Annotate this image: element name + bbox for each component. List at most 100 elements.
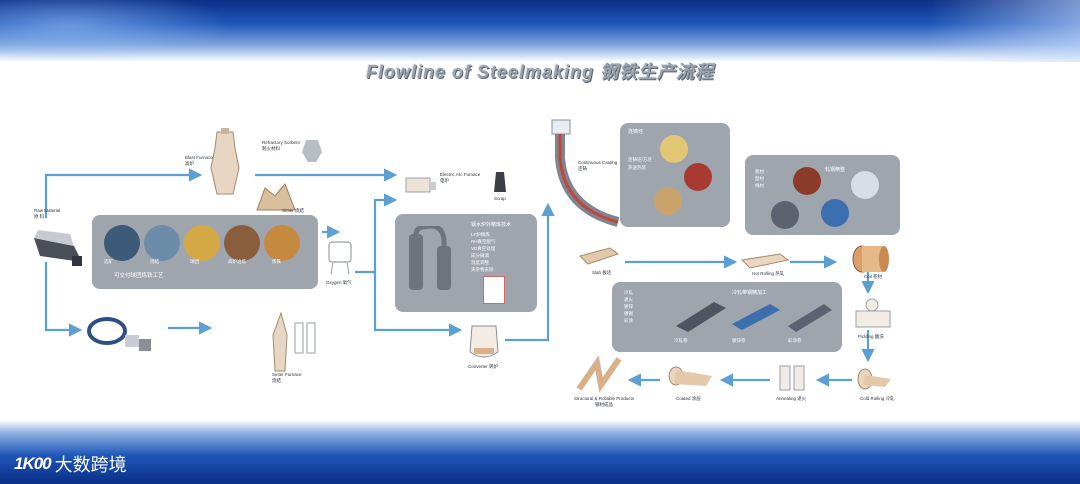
refining-line-6: 夹杂物去除: [471, 267, 494, 272]
hot-rolling-label: Hot Rolling 热轧: [752, 271, 784, 277]
raw-material-en: Raw Material: [34, 208, 61, 213]
logo-text: 大数跨境: [54, 455, 127, 476]
cold-item-5: 彩涂: [624, 318, 633, 323]
arrow-to-middle: [355, 193, 398, 274]
annealing-icon: [779, 365, 805, 391]
cc-zh: 连铸: [578, 166, 587, 171]
header-glow-right: [930, 0, 1080, 62]
raw-material-label: Raw Material 原 料: [34, 208, 60, 220]
slab-en: Slab: [592, 270, 602, 275]
pickling-zh: 酸洗: [874, 334, 884, 339]
pellet-plant-icon: [87, 317, 151, 351]
oxygen-en: Oxygen: [326, 280, 342, 285]
casting-panel: 连铸坯 连铸坯/方坯 热送热装: [620, 123, 730, 227]
continuous-casting-icon: [551, 119, 620, 227]
brand-logo: 1K00 大数跨境: [14, 452, 127, 476]
converter-icon: [469, 325, 499, 358]
refining-line-5: 温度调整: [471, 260, 489, 265]
header-band: [0, 0, 1080, 62]
cold-rolling-icon: [857, 368, 891, 390]
bf-en: Blast Furnace: [185, 155, 213, 160]
final-en: Structural & Rollable Products: [574, 396, 635, 401]
refining-line-4: 成分微调: [471, 253, 489, 258]
coil-icon: [852, 245, 889, 273]
refractory-zh: 耐火材料: [262, 146, 280, 151]
rolling-line-2: 型材: [755, 176, 764, 181]
circle-label-1: 选矿: [104, 259, 113, 264]
pellet-zh: 烧结: [272, 378, 281, 383]
cold-caption-3: 彩涂卷: [788, 338, 802, 343]
arrow-converter-casting: [505, 202, 555, 342]
footer-band: [0, 420, 1080, 484]
rolling-panel: 轧钢精整 板材 型材 线材: [745, 155, 900, 235]
blast-furnace-icon: [210, 128, 240, 195]
rolling-line-3: 线材: [755, 183, 764, 188]
casting-panel-line: 热送热装: [628, 165, 646, 170]
panel-caption: 可交付球团炼铁工艺: [114, 273, 164, 279]
converter-label: Converter 转炉: [468, 364, 498, 370]
refractory-en: Refractory Sorbent: [262, 140, 300, 145]
eaf-en: Electric Arc Furnace: [440, 172, 481, 177]
scrap-en: Scrap: [494, 196, 506, 201]
converter-en: Converter: [468, 364, 488, 369]
anneal-zh: 退火: [797, 396, 807, 401]
coil-label: Coil 卷材: [864, 274, 882, 280]
bf-zh: 高炉: [185, 161, 194, 166]
certificate-icon: [483, 276, 505, 304]
slab-zh: 板坯: [602, 270, 612, 275]
casting-panel-subtitle: 连铸坯/方坯: [628, 157, 652, 162]
cold-caption-2: 镀锌卷: [732, 338, 746, 343]
ore-carrier-icon: [34, 230, 82, 266]
continuous-casting-label: Continuous Casting 连铸: [578, 160, 617, 172]
coil-en: Coil: [864, 274, 872, 279]
circle-label-5: 炼铁: [272, 259, 281, 264]
coated-en: Coated: [676, 396, 691, 401]
annealing-label: Annealing 退火: [776, 396, 806, 402]
coated-zh: 涂层: [691, 396, 701, 401]
anneal-en: Annealing: [776, 396, 797, 401]
refining-panel: 钢水炉外精炼技术 LF炉精炼 RH真空脱气 VD真空处理 成分微调 温度调整 夹…: [395, 214, 537, 312]
refining-title: 钢水炉外精炼技术: [471, 222, 512, 228]
pellet-en: Sinter Furnace: [272, 372, 302, 377]
casting-panel-title: 连铸坯: [628, 129, 644, 135]
electric-furnace-label: Electric Arc Furnace 电炉: [440, 172, 480, 184]
blast-furnace-label: Blast Furnace 高炉: [185, 155, 213, 167]
cold-item-4: 镀锡: [624, 311, 633, 316]
cold-panel-title: 冷轧带钢精加工: [732, 290, 768, 296]
circle-label-2: 烧结: [150, 259, 159, 264]
casting-photos: [654, 135, 712, 215]
slab-label: Slab 板坯: [592, 270, 611, 276]
coated-label: Coated 涂层: [676, 396, 701, 402]
converter-zh: 转炉: [489, 364, 499, 369]
rolling-line-1: 板材: [755, 169, 764, 174]
pickling-en: Pickling: [858, 334, 874, 339]
process-circles: [104, 225, 300, 261]
sinter-en: Sinter: [282, 208, 294, 213]
pellet-label: Sinter Furnace 烧结: [272, 372, 302, 384]
page-title: Flowline of Steelmaking 钢铁生产流程: [365, 62, 715, 82]
oxygen-zh: 氧气: [342, 280, 352, 285]
cold-rolling-photos: [676, 302, 832, 332]
cold-rolling-panel: 冷轧 退火 镀锌 镀锡 彩涂 冷轧带钢精加工 冷轧卷 镀锌卷 彩涂卷: [612, 282, 842, 352]
rolling-panel-title: 轧钢精整: [825, 167, 846, 173]
sinter-zh: 烧结: [295, 208, 305, 213]
refractory-label: Refractory Sorbent 耐火材料: [262, 140, 300, 152]
cc-en: Continuous Casting: [578, 160, 618, 165]
circle-label-4: 高炉冶炼: [228, 259, 246, 264]
logo-mark: 1K00: [14, 454, 52, 473]
refining-line-2: RH真空脱气: [471, 239, 496, 244]
sinter-machine-icon: [256, 183, 296, 211]
cold-caption-1: 冷轧卷: [674, 338, 688, 343]
refractory-icon: [302, 140, 322, 162]
circle-label-3: 球团: [190, 259, 199, 264]
eaf-zh: 电炉: [440, 178, 449, 183]
cold-item-1: 冷轧: [624, 290, 633, 295]
rolling-photos: [771, 167, 879, 229]
cr-en: Cold Rolling: [860, 396, 885, 401]
arrow-to-converter: [373, 272, 463, 337]
cold-item-2: 退火: [624, 297, 633, 302]
refining-line-1: LF炉精炼: [471, 232, 490, 237]
scrap-icon: [494, 172, 506, 192]
oxygen-tank-icon: [328, 241, 352, 275]
final-products-label: Structural & Rollable Products 钢材成品: [574, 396, 634, 408]
